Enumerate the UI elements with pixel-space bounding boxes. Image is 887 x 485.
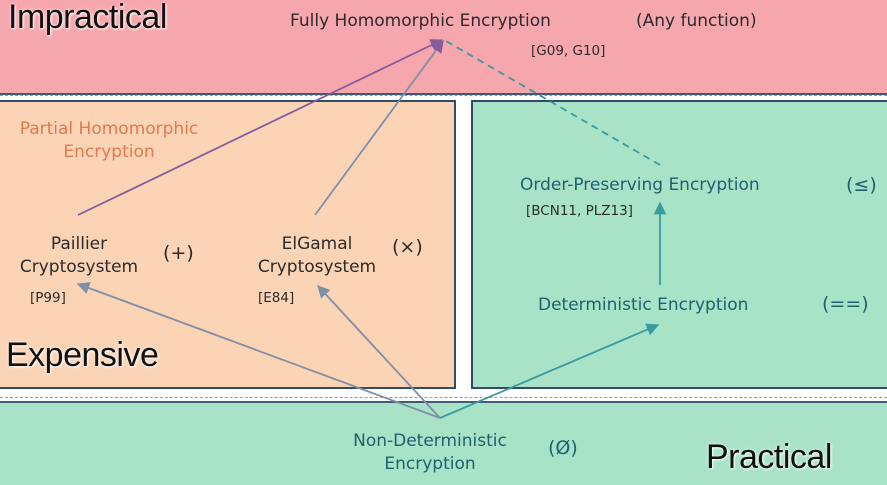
- arrow-ope-to-fhe-dashed: [445, 40, 661, 166]
- tier-impractical-title: Impractical: [8, 0, 167, 36]
- fhe-label: Fully Homomorphic Encryption: [290, 11, 551, 31]
- elgamal-label: ElGamal Cryptosystem: [242, 233, 392, 279]
- paillier-cite: [P99]: [30, 290, 66, 306]
- elgamal-label-line2: Cryptosystem: [257, 257, 377, 277]
- paillier-label: Paillier Cryptosystem: [4, 233, 154, 279]
- practical-panel: [471, 100, 887, 389]
- ope-op: (≤): [846, 174, 877, 196]
- elgamal-op: (×): [392, 236, 423, 258]
- fhe-cite: [G09, G10]: [531, 43, 606, 59]
- arrow-paillier-to-fhe: [77, 39, 444, 216]
- nondet-op: (Ø): [548, 437, 578, 459]
- arrow-nondet-to-det: [439, 323, 660, 419]
- det-op: (==): [822, 293, 869, 315]
- separator-top: [0, 95, 887, 96]
- arrow-elgamal-to-fhe: [314, 39, 444, 216]
- phe-group-label-line1: Partial Homomorphic: [19, 119, 199, 139]
- elgamal-label-line1: ElGamal: [281, 234, 353, 254]
- phe-group-label: Partial Homomorphic Encryption: [4, 118, 214, 164]
- nondet-label-line1: Non-Deterministic: [353, 431, 507, 451]
- arrow-nondet-to-elgamal: [317, 285, 441, 419]
- expensive-panel: [0, 100, 456, 389]
- tier-expensive-title: Expensive: [6, 336, 159, 374]
- paillier-op: (+): [163, 242, 194, 264]
- nondet-label-line2: Encryption: [384, 454, 476, 474]
- det-label: Deterministic Encryption: [538, 295, 749, 315]
- ope-cite: [BCN11, PLZ13]: [526, 203, 633, 219]
- practical-band: [0, 401, 887, 485]
- arrow-nondet-to-paillier: [76, 282, 441, 419]
- fhe-op: (Any function): [636, 11, 757, 31]
- ope-label: Order-Preserving Encryption: [520, 175, 760, 195]
- separator-bottom: [0, 397, 887, 398]
- paillier-label-line1: Paillier: [50, 234, 108, 254]
- paillier-label-line2: Cryptosystem: [19, 257, 139, 277]
- nondet-label: Non-Deterministic Encryption: [345, 430, 515, 476]
- phe-group-label-line2: Encryption: [63, 142, 155, 162]
- tier-practical-title: Practical: [706, 438, 832, 476]
- elgamal-cite: [E84]: [258, 290, 295, 306]
